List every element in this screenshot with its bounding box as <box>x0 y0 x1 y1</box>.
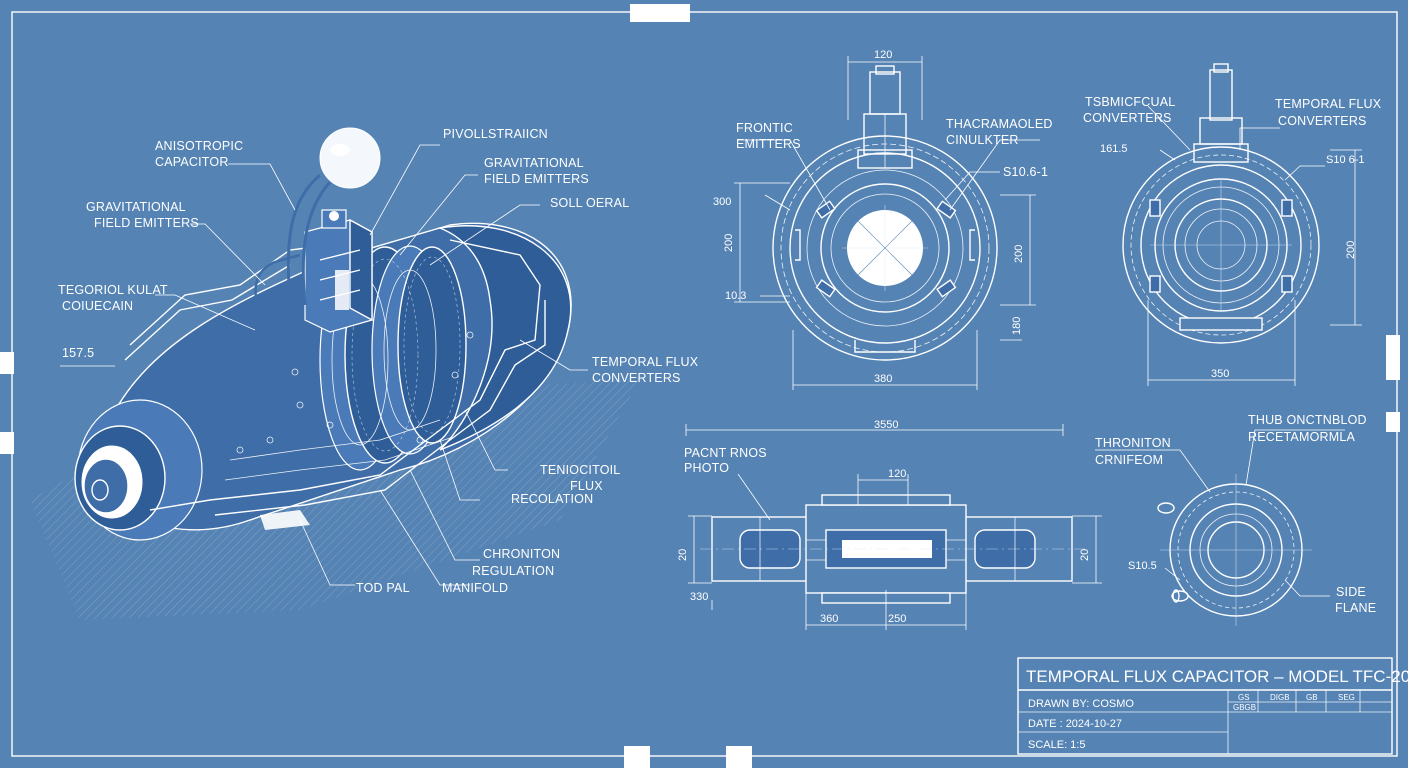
label-thron-1: THRONITON <box>1095 436 1171 450</box>
iso-leaders <box>60 144 588 586</box>
isometric-view: ANISOTROPIC CAPACITOR PIVOLLSTRAIICN GRA… <box>30 127 699 620</box>
label-soll: SOLL OERAL <box>550 196 629 210</box>
side-top-connector <box>1193 63 1249 163</box>
dim-157-5: 157.5 <box>62 346 94 360</box>
label-thub-2: RECETAMORMLA <box>1248 430 1356 444</box>
title-block-title: TEMPORAL FLUX CAPACITOR – MODEL TFC-2000 <box>1026 667 1408 686</box>
title-block-scale: SCALE: 1:5 <box>1028 739 1085 751</box>
title-block-cell-2: DIGB <box>1270 693 1290 702</box>
title-block-cell-4: SEG <box>1338 693 1355 702</box>
dim-side-161-5: 161.5 <box>1100 143 1128 155</box>
dim-bottom-120: 120 <box>888 468 906 480</box>
label-manifold: MANIFOLD <box>442 581 508 595</box>
title-block-cell-1: GS <box>1238 693 1250 702</box>
label-side-2: FLANE <box>1335 601 1376 615</box>
dim-front-200-left: 200 <box>723 234 735 252</box>
label-pac-2: PHOTO <box>684 461 729 475</box>
anisotropic-capacitor-ball <box>319 127 381 189</box>
title-block-drawn-by: DRAWN BY: COSMO <box>1028 698 1134 710</box>
label-thub-1: THUB ONCTNBLOD <box>1248 413 1367 427</box>
label-grav-left-1: GRAVITATIONAL <box>86 200 186 214</box>
dim-bottom-20-left: 20 <box>677 549 689 561</box>
dim-front-top: 120 <box>874 49 892 61</box>
label-grav-right-2: FIELD EMITTERS <box>484 172 589 186</box>
dim-front-200-right: 200 <box>1013 245 1025 263</box>
dim-side-350: 350 <box>1211 368 1229 380</box>
title-block-date: DATE : 2024-10-27 <box>1028 718 1122 730</box>
side-view: TSBMICFCUAL CONVERTERS TEMPORAL FLUX CON… <box>1083 63 1382 386</box>
label-s10-6: S10.6-1 <box>1003 165 1048 179</box>
label-pac-1: PACNT RNOS <box>684 446 767 460</box>
label-tenio-3: RECOLATION <box>511 492 593 506</box>
dim-bottom-330: 330 <box>690 591 708 603</box>
capacitor-pipes <box>254 127 381 321</box>
title-block: TEMPORAL FLUX CAPACITOR – MODEL TFC-2000… <box>1017 657 1408 755</box>
label-chron-1: CHRONITON <box>483 547 560 561</box>
front-view: 120 300 200 10.3 200 180 380 FRONTIC EMI… <box>713 49 1053 390</box>
label-temp-1: TEMPORAL FLUX <box>1275 97 1382 111</box>
dim-front-300: 300 <box>713 196 731 208</box>
label-pivot: PIVOLLSTRAIICN <box>443 127 548 141</box>
label-frontic-1: FRONTIC <box>736 121 793 135</box>
front-dims <box>734 56 1036 390</box>
title-block-cell-3: GB <box>1306 693 1318 702</box>
label-tsb-2: CONVERTERS <box>1083 111 1172 125</box>
dim-bottom-3550: 3550 <box>874 419 898 431</box>
label-anisotropic-2: CAPACITOR <box>155 155 229 169</box>
dim-bottom-250: 250 <box>888 613 906 625</box>
label-temporal-2: CONVERTERS <box>592 371 681 385</box>
dim-front-180: 180 <box>1011 317 1023 335</box>
title-block-cell-sub: GBGB <box>1233 703 1256 712</box>
label-side-1: SIDE <box>1336 585 1366 599</box>
label-thac-1: THACRAMAOLED <box>946 117 1053 131</box>
detail-view: THRONITON CRNIFEOM THUB ONCTNBLOD RECETA… <box>1095 413 1376 626</box>
label-temporal-1: TEMPORAL FLUX <box>592 355 699 369</box>
label-teg-2: COIUECAIN <box>62 299 133 313</box>
bottom-view: 3550 120 20 20 330 360 250 PACNT RNOS PH… <box>677 419 1102 630</box>
label-s10-5: S10.5 <box>1128 560 1157 572</box>
label-tenio-1: TENIOCITOIL <box>540 463 620 477</box>
dim-front-380: 380 <box>874 373 892 385</box>
label-frontic-2: EMITTERS <box>736 137 801 151</box>
dim-front-10-3: 10.3 <box>725 290 746 302</box>
label-grav-left-2: FIELD EMITTERS <box>94 216 199 230</box>
label-chron-2: REGULATION <box>472 564 554 578</box>
dim-bottom-20-right: 20 <box>1079 549 1091 561</box>
label-temp-2: CONVERTERS <box>1278 114 1367 128</box>
label-tsb-1: TSBMICFCUAL <box>1085 95 1175 109</box>
front-top-connector <box>857 65 913 169</box>
label-teg-1: TEGORIOL KULAT <box>58 283 168 297</box>
label-grav-right-1: GRAVITATIONAL <box>484 156 584 170</box>
label-tod-pal: TOD PAL <box>356 581 410 595</box>
dim-side-s10-6: S10 6-1 <box>1326 154 1365 166</box>
label-anisotropic-1: ANISOTROPIC <box>155 139 243 153</box>
dim-side-200: 200 <box>1345 241 1357 259</box>
central-tower <box>304 209 373 333</box>
label-thron-2: CRNIFEOM <box>1095 453 1163 467</box>
sheet-border <box>0 4 1400 768</box>
label-thac-2: CINULKTER <box>946 133 1019 147</box>
label-tenio-2: FLUX <box>570 479 603 493</box>
dim-bottom-360: 360 <box>820 613 838 625</box>
